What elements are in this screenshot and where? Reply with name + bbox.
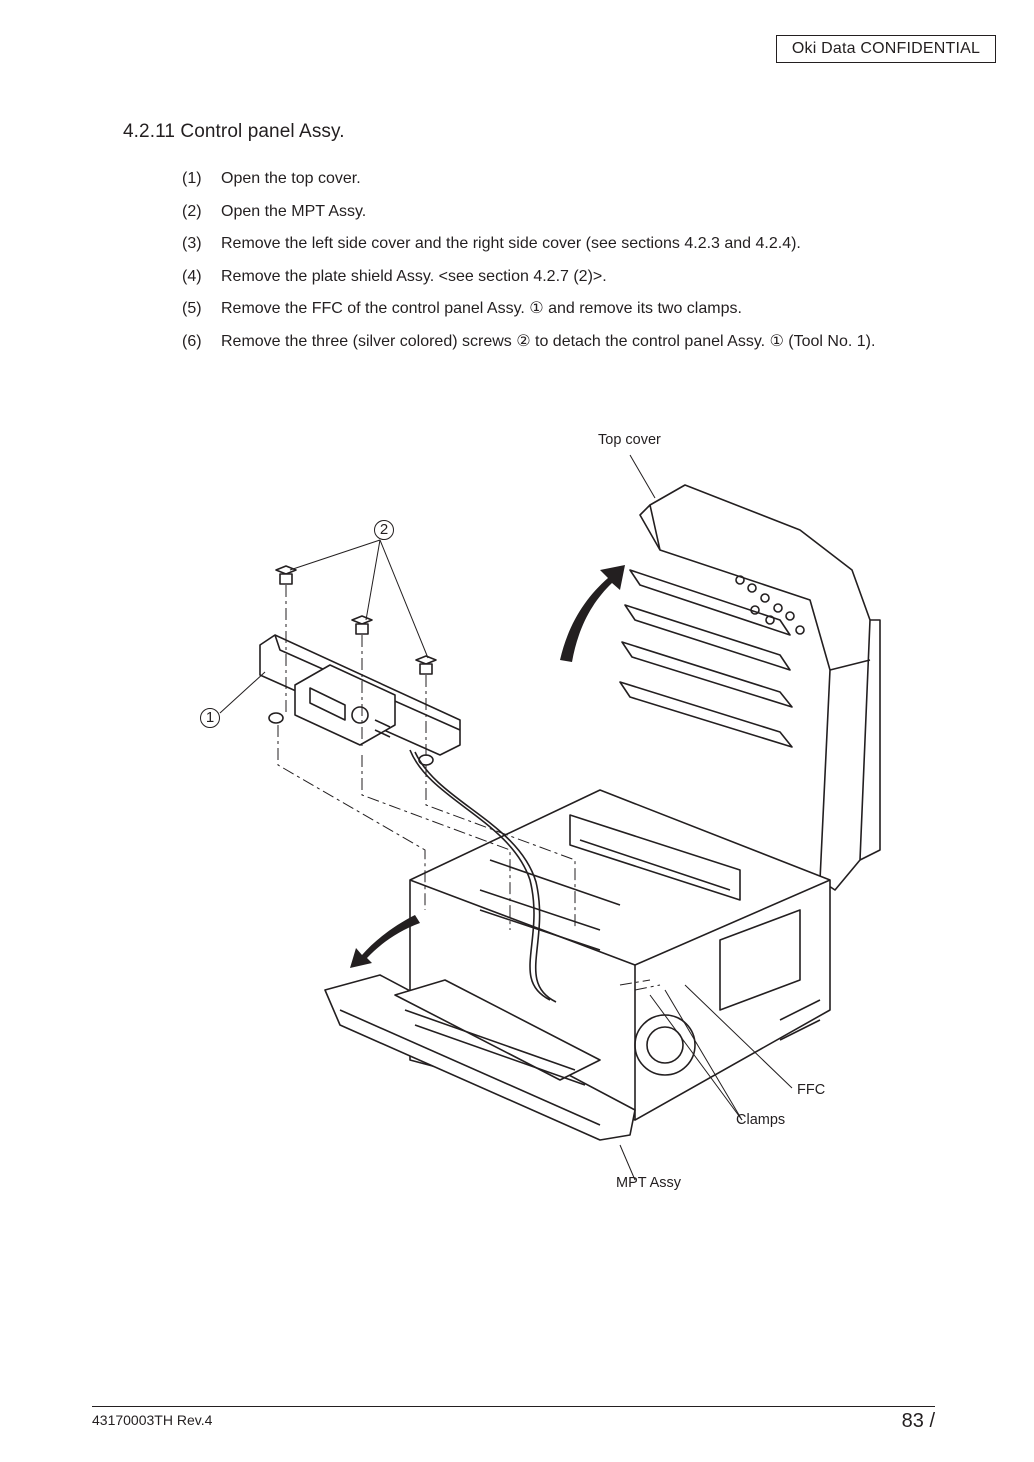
step-text: Open the MPT Assy. (221, 202, 367, 220)
confidential-label: Oki Data CONFIDENTIAL (776, 35, 996, 63)
diagram-drawing (219, 454, 881, 1181)
step-number: (1) (182, 170, 202, 187)
step-number: (2) (182, 202, 202, 220)
step-number: (4) (182, 267, 202, 285)
page-number: 83 / (901, 1410, 935, 1432)
step-text: Open the top cover. (221, 170, 361, 187)
step-text: Remove the plate shield Assy. <see secti… (221, 267, 607, 285)
step-1: (1) Open the top cover. (182, 167, 982, 200)
step-number: (6) (182, 332, 202, 350)
step-number: (3) (182, 235, 202, 252)
printer-exploded-diagram: Top cover FFC Clamps MPT Assy 2 1 (180, 420, 900, 1210)
marker-part-2: 2 (374, 520, 394, 540)
section-title: 4.2.11 Control panel Assy. (123, 121, 345, 142)
step-3: (3) Remove the left side cover and the r… (182, 232, 982, 265)
step-text: Remove the three (silver colored) screws… (221, 332, 876, 350)
step-6: (6) Remove the three (silver colored) sc… (182, 330, 982, 363)
step-text: Remove the left side cover and the right… (221, 235, 801, 252)
document-id: 43170003TH Rev.4 (92, 1412, 213, 1428)
footer-divider (92, 1406, 935, 1407)
step-number: (5) (182, 300, 202, 317)
marker-part-1: 1 (200, 708, 220, 728)
step-text: Remove the FFC of the control panel Assy… (221, 300, 742, 317)
callout-clamps: Clamps (736, 1112, 786, 1128)
step-4: (4) Remove the plate shield Assy. <see s… (182, 265, 982, 298)
callout-top-cover: Top cover (598, 432, 661, 448)
step-5: (5) Remove the FFC of the control panel … (182, 297, 982, 330)
step-2: (2) Open the MPT Assy. (182, 200, 982, 233)
procedure-steps: (1) Open the top cover. (2) Open the MPT… (182, 167, 982, 362)
callout-mpt-assy: MPT Assy (616, 1175, 681, 1191)
callout-ffc: FFC (797, 1082, 826, 1098)
